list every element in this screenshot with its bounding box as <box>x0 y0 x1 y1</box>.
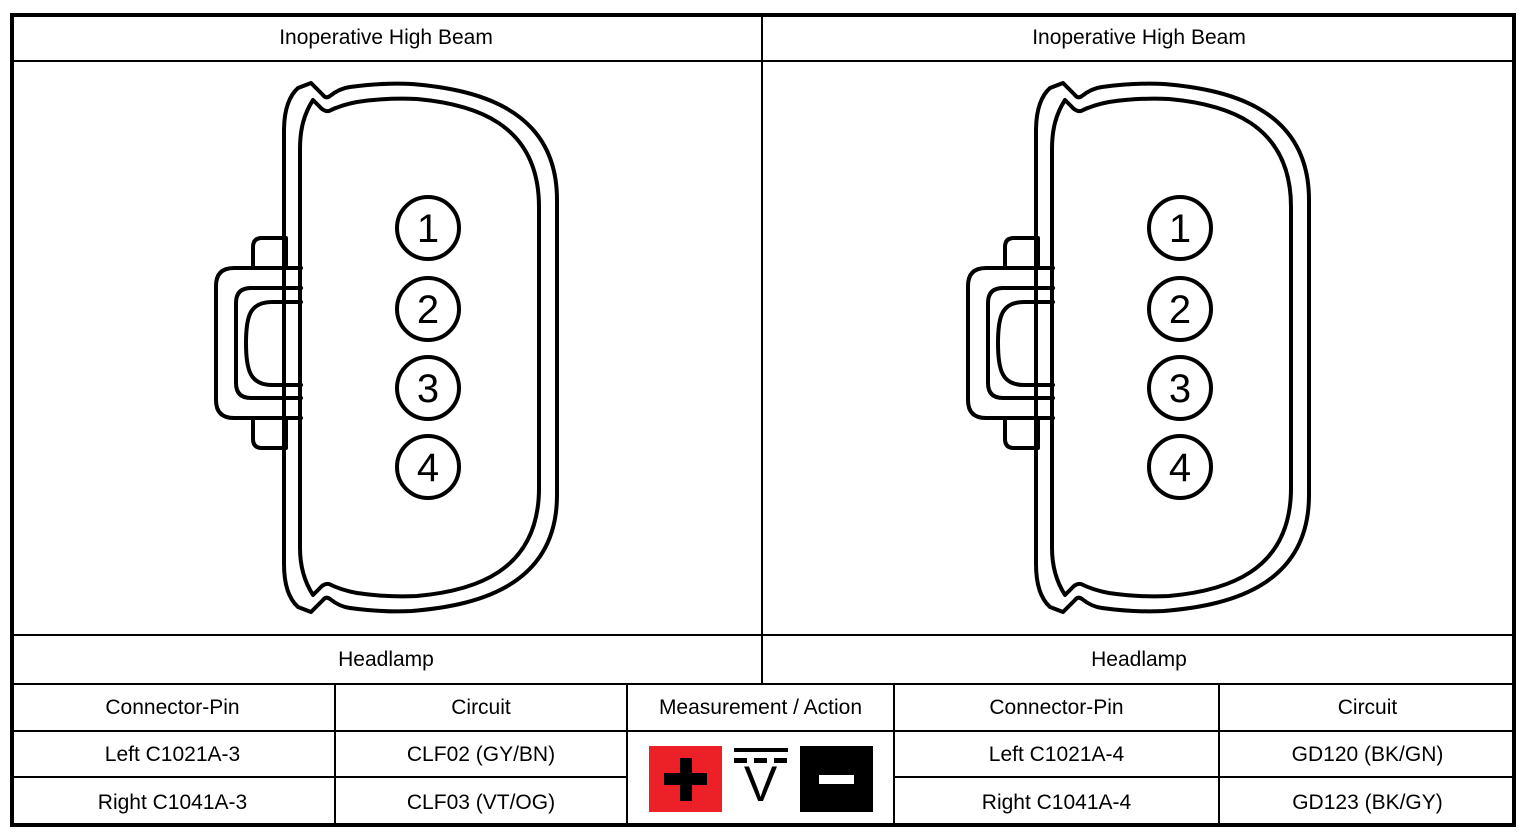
table-cell-circuit: CLF03 (VT/OG) <box>406 790 556 814</box>
dc-solid-line <box>733 747 788 752</box>
component-label-left: Headlamp <box>338 648 434 671</box>
panel-divider <box>761 13 763 684</box>
header-circuit-right: Circuit <box>1337 696 1398 719</box>
table-cell-circuit: GD123 (BK/GY) <box>1292 790 1443 814</box>
table-cell-circuit: CLF02 (GY/BN) <box>406 742 556 766</box>
grid-line <box>893 683 895 827</box>
dc-voltage-icon: V <box>733 747 789 812</box>
header-connector-pin-right: Connector-Pin <box>989 696 1124 719</box>
negative-probe-icon <box>799 746 873 812</box>
header-connector-pin-left: Connector-Pin <box>105 696 240 719</box>
table-cell-circuit: GD120 (BK/GN) <box>1291 742 1444 766</box>
grid-line <box>894 776 1516 778</box>
header-measurement-action: Measurement / Action <box>658 696 863 719</box>
positive-probe-icon <box>648 746 722 812</box>
grid-line <box>334 683 336 827</box>
connector-diagram-left: 1 2 3 4 <box>214 81 559 614</box>
table-cell-connector-pin: Left C1021A-3 <box>104 742 241 766</box>
connector-diagram-right <box>966 81 1311 614</box>
grid-line <box>10 60 1516 62</box>
measurement-action-cell: V <box>627 732 894 826</box>
grid-line <box>1218 683 1220 827</box>
panel-title-right: Inoperative High Beam <box>1032 26 1246 49</box>
dc-dashed-line <box>734 757 787 763</box>
outer-border <box>10 13 1516 827</box>
component-label-right: Headlamp <box>1091 648 1187 671</box>
panel-title-left: Inoperative High Beam <box>279 26 493 49</box>
header-circuit-left: Circuit <box>451 696 511 719</box>
table-cell-connector-pin: Right C1041A-4 <box>981 790 1132 814</box>
grid-line <box>10 634 1516 636</box>
table-cell-connector-pin: Left C1021A-4 <box>988 742 1125 766</box>
grid-line <box>10 683 1516 685</box>
grid-line <box>10 730 1516 732</box>
grid-line <box>10 776 627 778</box>
volt-letter: V <box>743 755 778 812</box>
grid-line <box>626 683 628 827</box>
table-cell-connector-pin: Right C1041A-3 <box>97 790 248 814</box>
